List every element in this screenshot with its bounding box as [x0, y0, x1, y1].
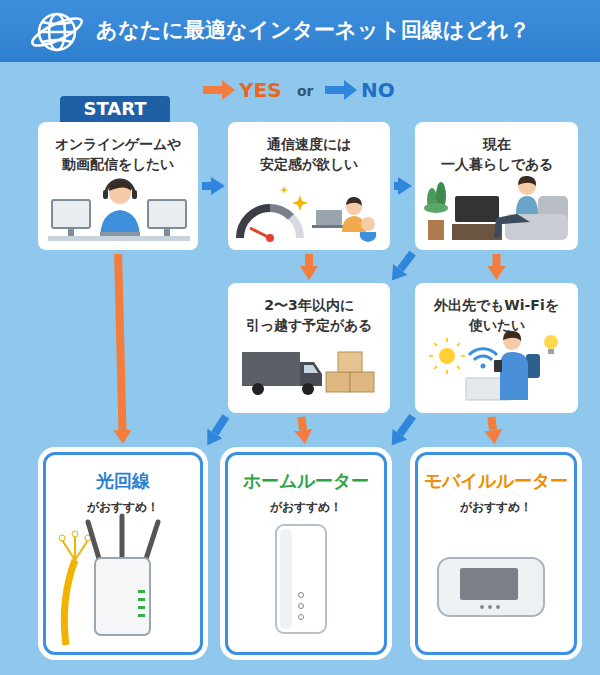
outdoor-wifi-illustration — [429, 331, 558, 400]
question-box: 2〜3年以内に 引っ越す予定がある — [228, 283, 390, 413]
question-box: 現在 一人暮らしである — [415, 122, 578, 250]
question-box: 外出先でもWi-Fiを 使いたい — [415, 283, 578, 413]
question-box: STARTオンラインゲームや 動画配信をしたい — [38, 122, 198, 250]
result-box: 光回線がおすすめ！ — [43, 452, 203, 655]
result-note: がおすすめ！ — [418, 499, 574, 516]
no-arrow — [215, 416, 226, 433]
yes-arrow — [491, 417, 493, 430]
page-title: あなたに最適なインターネット回線はどれ？ — [96, 16, 530, 44]
question-text: 現在 一人暮らしである — [429, 134, 565, 175]
legend-text: NO — [361, 78, 395, 102]
result-box: モバイルルーターがおすすめ！ — [415, 452, 577, 655]
start-tab: START — [60, 96, 170, 122]
no-arrow — [202, 182, 211, 190]
result-box: ホームルーターがおすすめ！ — [225, 452, 387, 655]
yes-arrow — [301, 417, 303, 430]
yes-arrow — [493, 254, 501, 266]
question-text: 通信速度には 安定感が欲しい — [241, 134, 377, 175]
question-text: 外出先でもWi-Fiを 使いたい — [429, 295, 565, 336]
mobile-router-illustration — [438, 558, 544, 616]
yes-arrow — [305, 254, 313, 266]
no-arrow — [394, 182, 398, 190]
result-title: ホームルーター — [228, 469, 384, 493]
result-note: がおすすめ！ — [46, 499, 200, 516]
yes-arrow — [118, 254, 122, 430]
no-arrow-sample — [325, 80, 357, 100]
gamer-illustration — [48, 179, 190, 241]
globe-icon — [29, 13, 85, 50]
result-note: がおすすめ！ — [228, 499, 384, 516]
question-text: 2〜3年以内に 引っ越す予定がある — [241, 295, 377, 336]
living-alone-illustration — [424, 176, 568, 240]
home-router-illustration — [276, 525, 326, 633]
result-title: 光回線 — [46, 469, 200, 493]
question-box: 通信速度には 安定感が欲しい — [228, 122, 390, 250]
no-arrow — [400, 416, 413, 434]
yes-arrow-sample — [203, 80, 235, 100]
moving-truck-illustration — [242, 352, 374, 395]
no-arrow — [400, 253, 412, 269]
speed-gauge-illustration — [240, 186, 376, 242]
legend-separator: or — [297, 83, 314, 99]
legend-text: YES — [239, 78, 282, 102]
result-title: モバイルルーター — [418, 469, 574, 493]
question-text: オンラインゲームや 動画配信をしたい — [50, 134, 186, 175]
optical-router-illustration — [59, 516, 158, 645]
